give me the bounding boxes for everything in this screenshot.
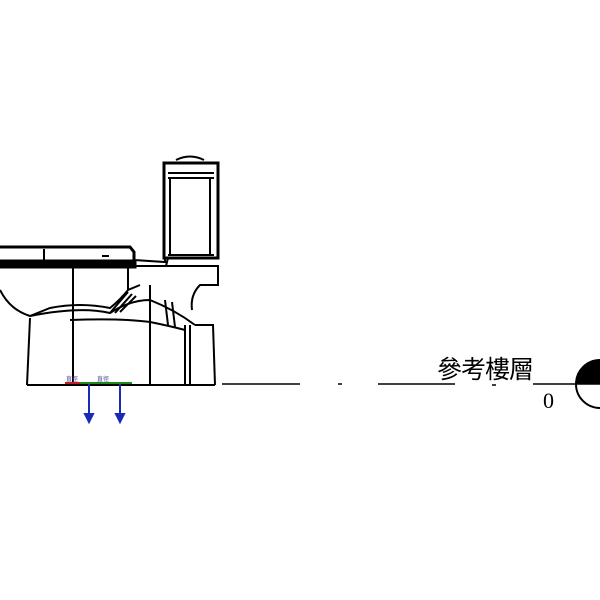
level-elevation[interactable]: 0 [543,388,554,413]
pipe-tag-1: 直徑 [66,376,79,383]
level-name[interactable]: 參考樓層 [437,355,534,384]
arrow-head-icon [114,413,126,425]
level-head-symbol [575,359,600,409]
pipe-arrows [83,384,126,425]
arrow-head-icon [83,413,95,425]
toilet-outline [0,155,220,386]
level-line [222,383,600,386]
pipe-tag-2: 直徑 [97,376,110,383]
